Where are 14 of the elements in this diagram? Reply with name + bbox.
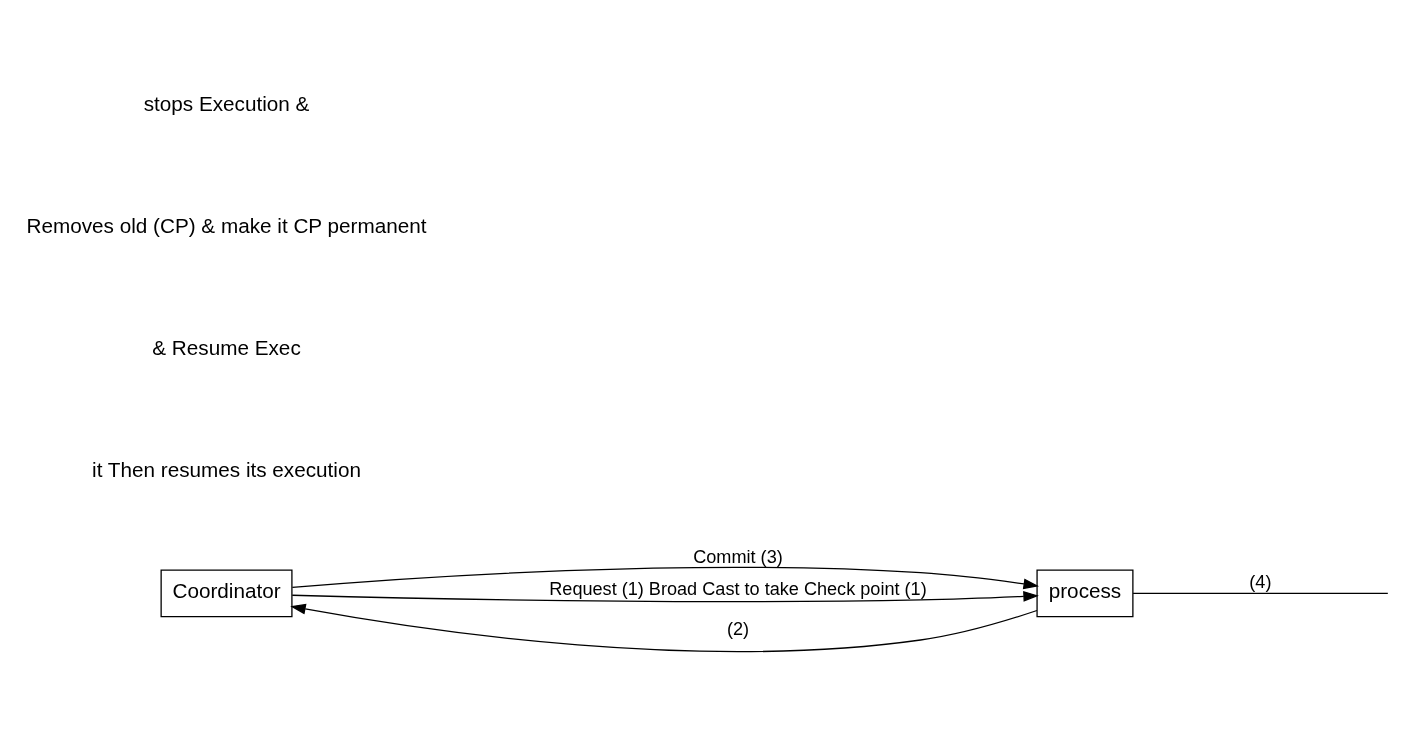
- label: Removes old (CP) & make it CP permanent: [26, 214, 427, 238]
- edge-label: Request (1) Broad Cast to take Check point (1): [548, 578, 927, 599]
- node-box: process: [1035, 569, 1134, 618]
- label: & Resume Exec: [151, 335, 301, 359]
- connector: [1131, 592, 1388, 595]
- label: stops Execution &: [143, 92, 309, 116]
- arrow: [289, 603, 1038, 653]
- edge-label: (4): [1248, 572, 1271, 593]
- edge-label: Commit (3): [692, 546, 783, 567]
- node-box: Coordinator: [160, 569, 293, 618]
- arrow: [291, 566, 1039, 590]
- label: it Then resumes its execution: [91, 457, 361, 481]
- edge-label: (2): [726, 619, 749, 640]
- arrow: [291, 590, 1039, 603]
